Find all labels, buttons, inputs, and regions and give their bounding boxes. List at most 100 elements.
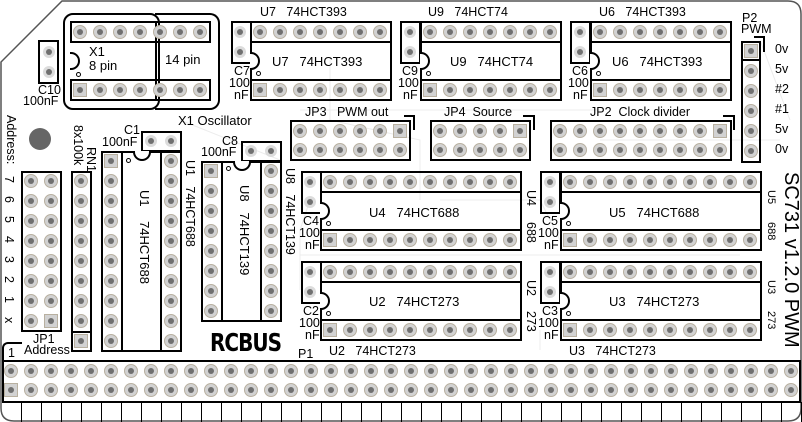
jp2-outline bbox=[550, 120, 732, 161]
p1-bottom-pad bbox=[144, 383, 158, 397]
p1-top-pad bbox=[564, 364, 578, 378]
u3-bottom-pad bbox=[583, 323, 597, 337]
u6-top-pad bbox=[593, 25, 607, 39]
p2-pin1-mark bbox=[741, 41, 761, 61]
u3-bottom-pad bbox=[683, 323, 697, 337]
u7-top-label: U7 74HCT393 bbox=[260, 5, 347, 19]
edge-finger bbox=[521, 402, 541, 422]
u4-top-pad bbox=[343, 175, 357, 189]
u6-cap-pad bbox=[574, 46, 586, 58]
u5-top-pad bbox=[683, 175, 697, 189]
u7-bottom-pad bbox=[353, 83, 367, 97]
u8-right-pad bbox=[264, 284, 278, 298]
u4-top-pad bbox=[483, 175, 497, 189]
p1-outline bbox=[2, 360, 801, 403]
u3-top-pad bbox=[603, 265, 617, 279]
u2-bottom-pad bbox=[383, 323, 397, 337]
u6-top-pad bbox=[653, 25, 667, 39]
u2-top-pad bbox=[363, 265, 377, 279]
u7-top-pad bbox=[273, 25, 287, 39]
c2-value2: nF bbox=[305, 328, 320, 342]
u2-top-pad bbox=[423, 265, 437, 279]
u3-bottom-pad bbox=[663, 323, 677, 337]
u4-part: 74HCT688 bbox=[396, 205, 460, 220]
u6-bottom-pad bbox=[633, 83, 647, 97]
x1-8pin-outline bbox=[63, 13, 160, 110]
u9-cap-pad bbox=[404, 26, 416, 38]
u5-side-ref: U5 bbox=[765, 190, 777, 205]
u9-top-pad bbox=[503, 25, 517, 39]
u1-right-pad bbox=[164, 254, 178, 268]
u5-bottom-pad bbox=[623, 233, 637, 247]
edge-finger bbox=[641, 402, 661, 422]
jp1-left-pad bbox=[24, 294, 38, 308]
p2-pin-1: 5v bbox=[775, 62, 789, 76]
u2-top-pad bbox=[343, 265, 357, 279]
p1-top-pad bbox=[24, 364, 38, 378]
u1-left-pad bbox=[104, 294, 118, 308]
edge-finger bbox=[341, 402, 361, 422]
p1-top-pad bbox=[664, 364, 678, 378]
rn1-ref: RN1 bbox=[84, 147, 98, 173]
u2-bottom-pad bbox=[403, 323, 417, 337]
jp4-bottom-pad bbox=[513, 143, 527, 157]
x1-top-pad bbox=[93, 25, 107, 39]
c8-pad bbox=[265, 145, 277, 157]
u6-bottom-pad bbox=[693, 83, 707, 97]
u2-notch bbox=[320, 292, 330, 310]
u2-cap-pad bbox=[304, 286, 316, 298]
edge-finger bbox=[701, 402, 721, 422]
x1-top-pad bbox=[73, 25, 87, 39]
jp1-right-pad bbox=[44, 314, 58, 328]
u4-top-pad bbox=[443, 175, 457, 189]
u3-top-pad bbox=[663, 265, 677, 279]
p2-pad bbox=[744, 44, 758, 58]
p1-bottom-pad bbox=[704, 383, 718, 397]
u1-right-pad bbox=[164, 234, 178, 248]
jp3-top-pad bbox=[373, 124, 387, 138]
p2-pad bbox=[744, 84, 758, 98]
jp4-top-pad bbox=[493, 124, 507, 138]
jp1-ref: JP1 bbox=[33, 332, 55, 346]
u4-ref: U4 bbox=[369, 205, 386, 220]
c10-value: 100nF bbox=[23, 94, 59, 108]
c1-ref: C1 bbox=[124, 123, 140, 137]
jp3-bottom-pad bbox=[353, 143, 367, 157]
u9-top-row bbox=[420, 21, 562, 43]
u1-left-pad bbox=[104, 254, 118, 268]
p2-pin-4: 5v bbox=[775, 122, 789, 136]
u8-right-pad bbox=[264, 184, 278, 198]
p1-top-pad bbox=[264, 364, 278, 378]
p1-top-pad bbox=[464, 364, 478, 378]
p1-bottom-pad bbox=[424, 383, 438, 397]
address-bit-3: 3 bbox=[2, 256, 16, 263]
u3-bottom-pad bbox=[643, 323, 657, 337]
u6-top-pad bbox=[713, 25, 727, 39]
u5-top-pad bbox=[583, 175, 597, 189]
u1-notch bbox=[133, 151, 151, 161]
u8-right-pad bbox=[264, 264, 278, 278]
c4-value2: nF bbox=[305, 238, 320, 252]
x1-bottom-pad bbox=[133, 83, 147, 97]
u5-bottom-pad bbox=[683, 233, 697, 247]
u9-top-pad bbox=[543, 25, 557, 39]
c8-pad bbox=[245, 145, 257, 157]
p1-top-pad bbox=[324, 364, 338, 378]
u3-bottom-pad bbox=[743, 323, 757, 337]
u1-ref: U1 bbox=[137, 190, 152, 207]
p2-pad bbox=[744, 104, 758, 118]
u7-bottom-pad bbox=[373, 83, 387, 97]
u6-ref: U6 bbox=[612, 54, 629, 69]
p1-top-pad bbox=[404, 364, 418, 378]
x1-pad-row-bottom bbox=[70, 79, 211, 101]
u9-top-pad bbox=[463, 25, 477, 39]
u7-notch bbox=[250, 52, 260, 70]
u9-bottom-pad bbox=[543, 83, 557, 97]
p1-bottom-pad bbox=[544, 383, 558, 397]
edge-finger bbox=[361, 402, 381, 422]
u4-body-label: U4 74HCT688 bbox=[369, 206, 459, 219]
u4-bottom-pad bbox=[403, 233, 417, 247]
u7-top-pad bbox=[293, 25, 307, 39]
p1-top-pad bbox=[764, 364, 778, 378]
edge-finger bbox=[721, 402, 741, 422]
